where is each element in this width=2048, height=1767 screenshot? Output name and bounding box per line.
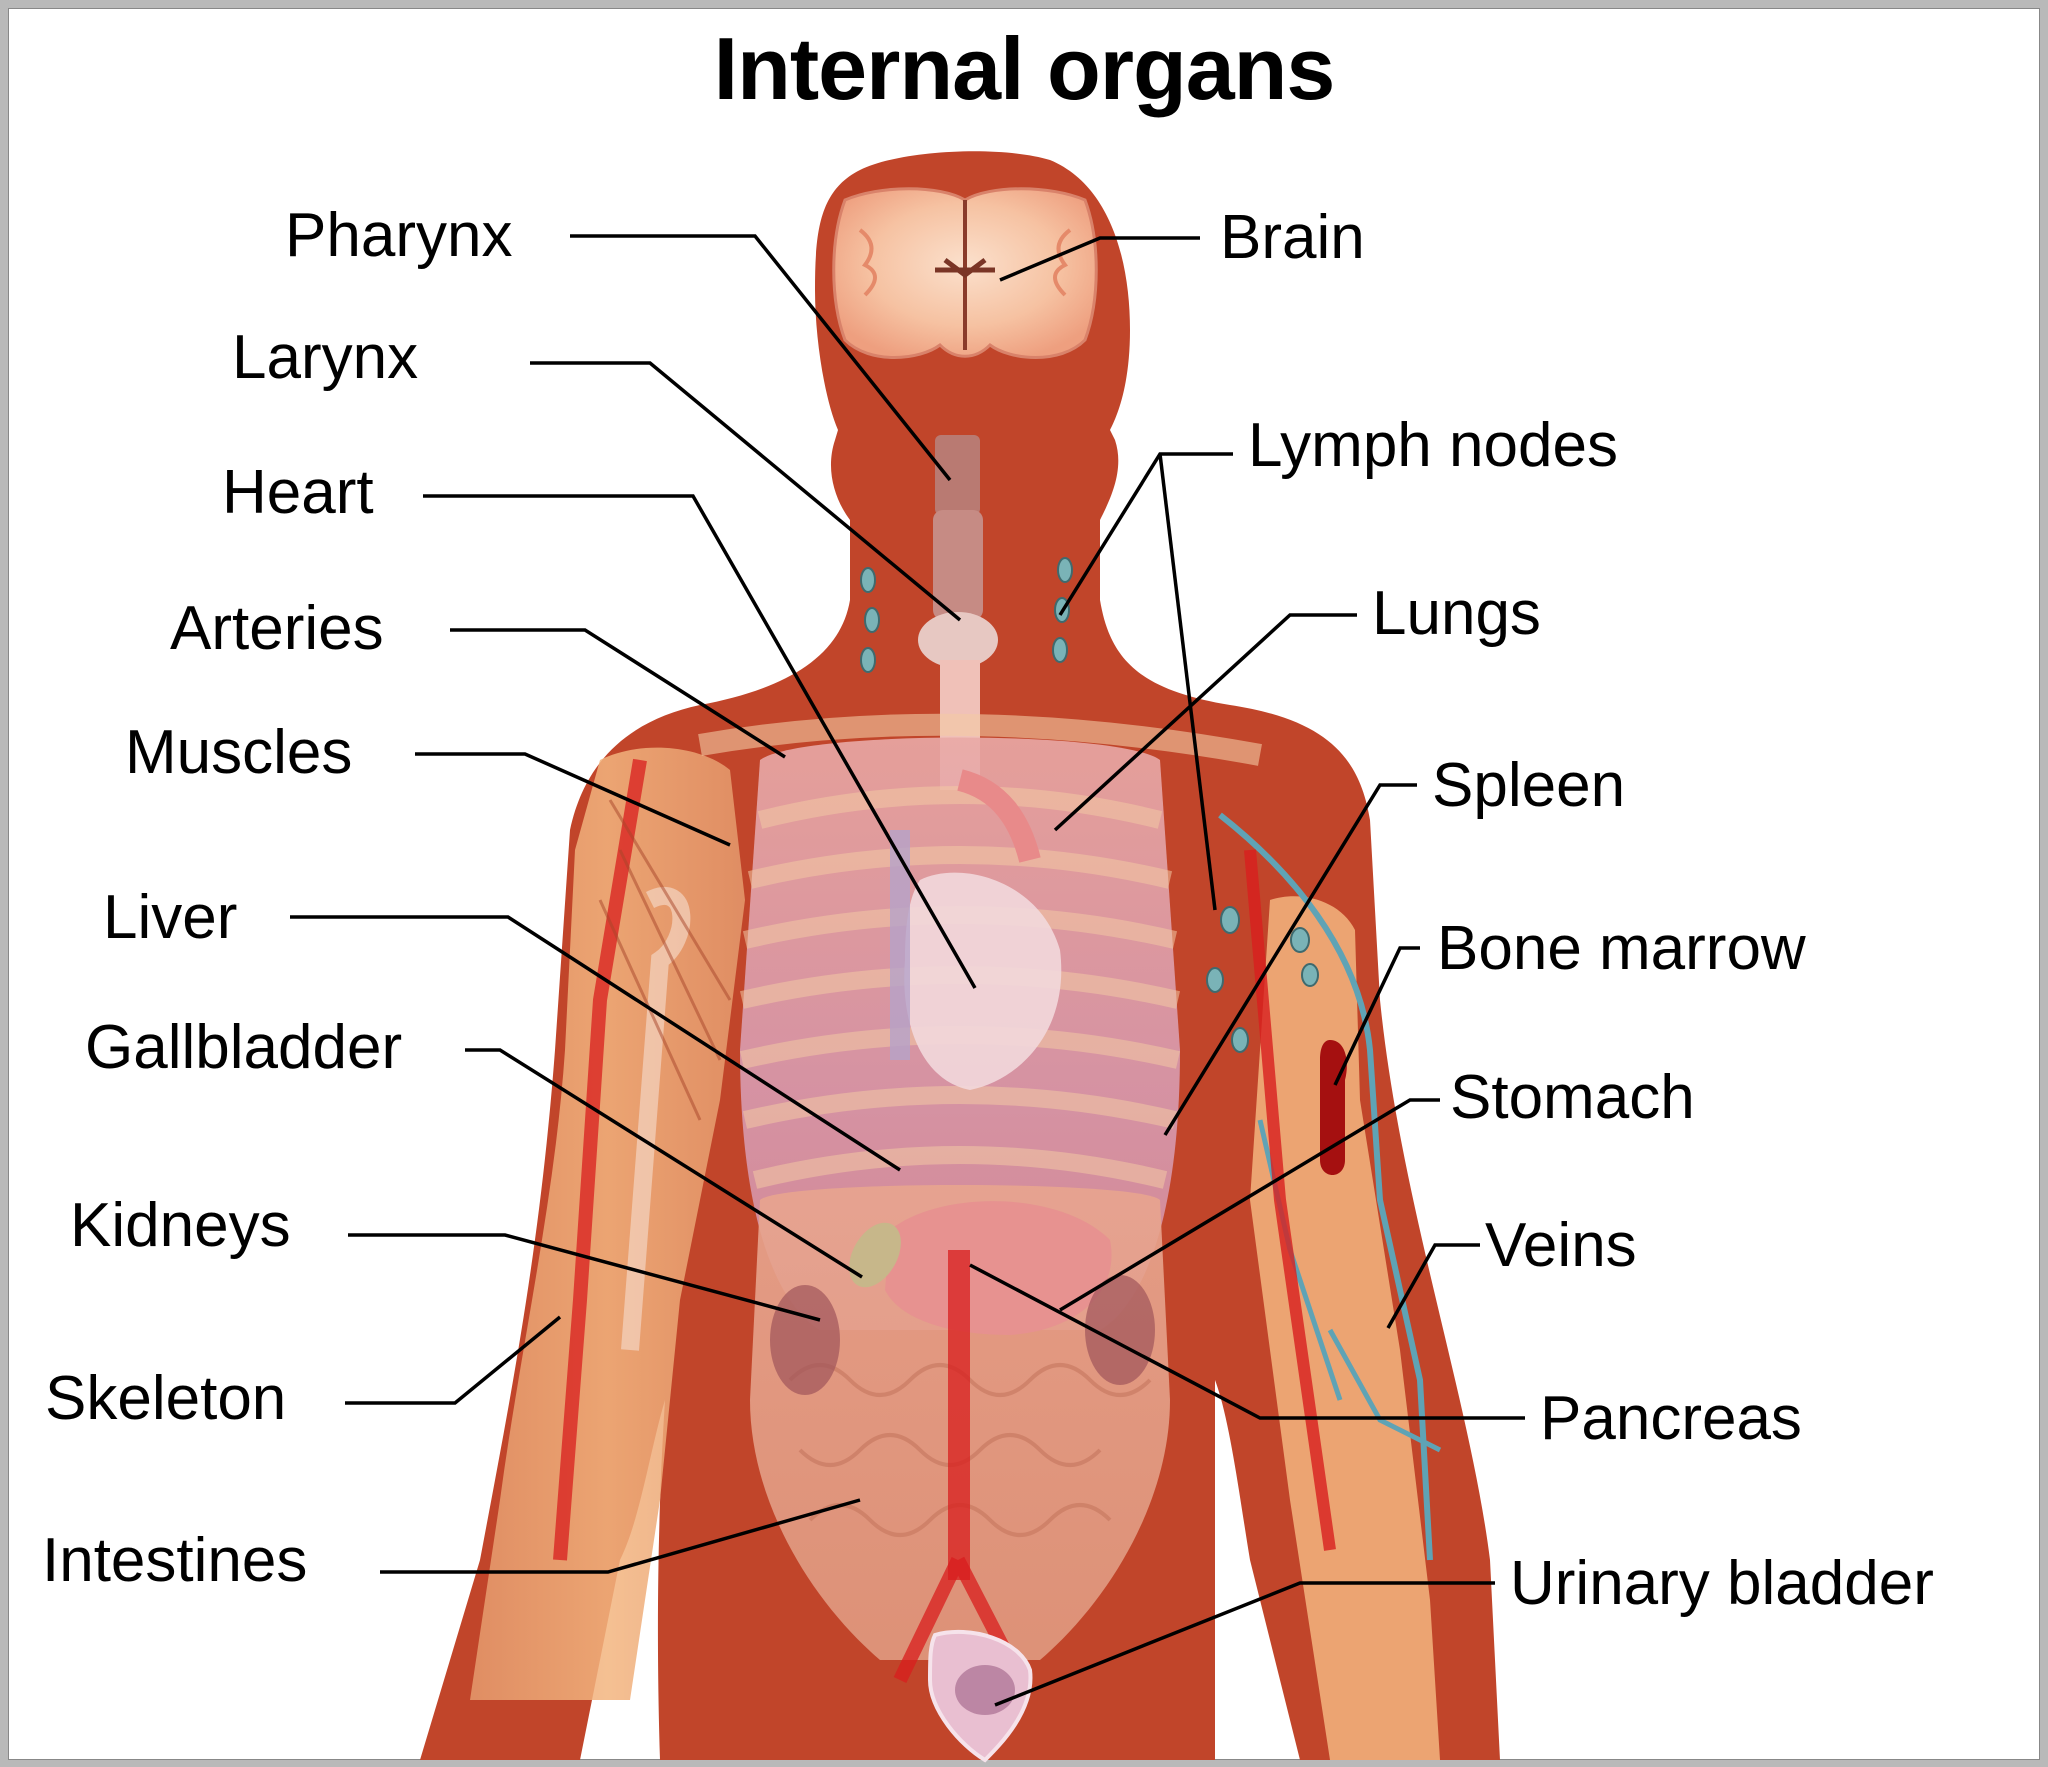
leader-lungs [1053, 613, 1357, 832]
leader-muscles [415, 752, 731, 847]
label-lungs: Lungs [1372, 579, 1541, 648]
label-larynx: Larynx [232, 323, 419, 392]
brain-organ [832, 187, 1098, 359]
leader-bone-marrow [1333, 946, 1420, 1086]
leader-brain [999, 236, 1200, 282]
leader-skeleton [345, 1315, 562, 1405]
leader-liver [290, 915, 901, 1172]
leader-gallbladder [465, 1048, 863, 1279]
lymph-nodes-neck [860, 557, 1073, 673]
label-veins: Veins [1485, 1211, 1637, 1280]
pharynx-larynx-organ [918, 435, 998, 790]
chest-organs [698, 713, 1262, 1330]
label-gallbladder: Gallbladder [85, 1013, 403, 1082]
label-heart: Heart [222, 458, 374, 527]
label-skeleton: Skeleton [45, 1364, 287, 1433]
leader-lymph-nodes-b [1158, 453, 1217, 911]
leader-pharynx [570, 234, 952, 482]
label-urinary-bladder: Urinary bladder [1510, 1549, 1934, 1618]
leader-heart [423, 494, 977, 989]
leader-pancreas [969, 1263, 1525, 1420]
label-arteries: Arteries [170, 594, 384, 663]
leader-urinary-bladder [994, 1581, 1495, 1707]
arm-left-muscles [470, 747, 745, 1700]
label-liver: Liver [103, 883, 238, 952]
leader-veins [1386, 1243, 1480, 1329]
label-muscles: Muscles [125, 718, 353, 787]
label-brain: Brain [1220, 203, 1365, 272]
leader-kidneys [348, 1233, 821, 1322]
label-stomach: Stomach [1450, 1063, 1695, 1132]
leader-spleen [1163, 783, 1417, 1136]
label-pancreas: Pancreas [1540, 1384, 1802, 1453]
label-lymph-nodes: Lymph nodes [1248, 411, 1618, 480]
label-kidneys: Kidneys [70, 1191, 291, 1260]
leader-stomach [1059, 1098, 1440, 1312]
leader-lines [290, 234, 1525, 1707]
leader-larynx [530, 361, 962, 622]
abdomen-organs [750, 1185, 1170, 1763]
diagram-title: Internal organs [713, 19, 1336, 118]
label-intestines: Intestines [42, 1526, 308, 1595]
leader-intestines [380, 1498, 861, 1574]
label-pharynx: Pharynx [285, 201, 513, 270]
label-spleen: Spleen [1432, 751, 1626, 820]
label-bone-marrow: Bone marrow [1437, 914, 1806, 983]
leader-arteries [450, 628, 786, 759]
arm-right-veins [1206, 812, 1442, 1760]
